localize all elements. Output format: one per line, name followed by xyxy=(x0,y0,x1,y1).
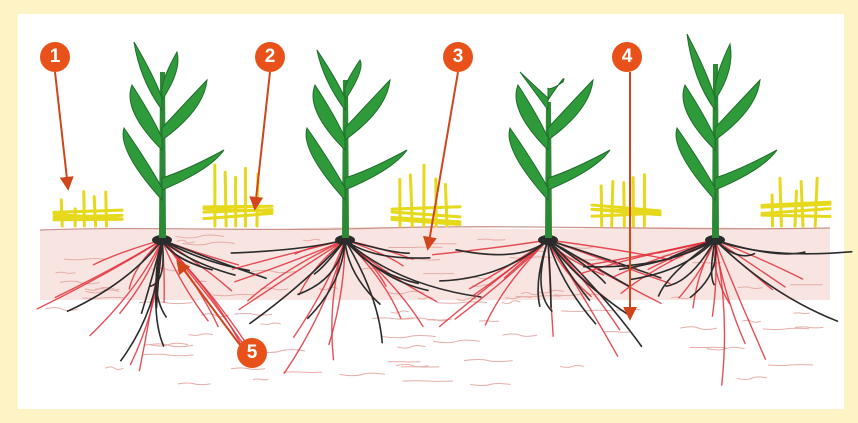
straw-stalk xyxy=(795,191,796,226)
soil-texture-stroke xyxy=(382,335,435,337)
plant-leaf xyxy=(345,150,407,190)
straw-piece xyxy=(392,212,460,217)
soil-texture-stroke xyxy=(437,302,487,303)
plant-leaf xyxy=(715,150,777,190)
arrow-1 xyxy=(55,72,68,188)
soil-texture-stroke xyxy=(261,323,281,324)
soil-texture-stroke xyxy=(604,331,630,332)
soil-texture-stroke xyxy=(253,379,268,380)
soil-texture-stroke xyxy=(768,365,813,366)
marker-2: 2 xyxy=(255,42,285,72)
straw-cluster xyxy=(592,175,660,226)
soil-texture-stroke xyxy=(188,334,212,335)
soil-texture-stroke xyxy=(742,320,760,322)
soil-texture-stroke xyxy=(340,373,385,376)
soil-texture-stroke xyxy=(231,368,265,370)
soil-texture-stroke xyxy=(737,377,767,380)
soil-texture-stroke xyxy=(561,310,612,311)
soil-texture-stroke xyxy=(433,340,479,342)
straw-piece xyxy=(54,215,122,217)
straw-stalk xyxy=(106,192,107,226)
soil-texture-stroke xyxy=(397,346,426,349)
plant-leaf xyxy=(548,79,564,100)
soil-texture-stroke xyxy=(143,354,194,355)
marker-5: 5 xyxy=(237,338,267,368)
straw-piece xyxy=(762,215,830,216)
soil-texture-stroke xyxy=(178,383,211,385)
marker-3: 3 xyxy=(443,42,473,72)
straw-cluster xyxy=(762,178,830,226)
soil-texture-stroke xyxy=(403,381,453,382)
straw-stalk xyxy=(624,183,625,226)
soil-texture-stroke xyxy=(763,328,810,329)
straw-cluster xyxy=(204,165,272,226)
soil-texture-stroke xyxy=(502,301,521,304)
straw-piece xyxy=(54,210,122,212)
soil-texture-stroke xyxy=(464,360,513,362)
soil-texture-stroke xyxy=(560,365,584,367)
marker-4: 4 xyxy=(612,42,642,72)
straw-piece xyxy=(204,206,272,207)
plant-leaf xyxy=(548,150,610,190)
soil-texture-stroke xyxy=(234,313,272,315)
soil-texture-stroke xyxy=(105,367,123,370)
corn-plant xyxy=(509,72,610,238)
soil-texture-stroke xyxy=(793,313,809,314)
straw-stalk xyxy=(780,178,781,226)
plant-stem xyxy=(545,102,552,238)
marker-1: 1 xyxy=(40,42,70,72)
soil-texture-stroke xyxy=(680,327,717,330)
soil-texture-stroke xyxy=(470,384,510,386)
straw-cluster xyxy=(54,192,122,226)
arrow-2 xyxy=(255,72,270,208)
soil-texture-stroke xyxy=(795,327,823,328)
soil-texture-stroke xyxy=(479,321,499,322)
straw-cluster xyxy=(392,165,460,226)
straw-stalk xyxy=(612,181,613,226)
soil-texture-stroke xyxy=(502,334,537,336)
soil-texture-stroke xyxy=(391,311,409,313)
straw-piece xyxy=(392,207,460,209)
soil-texture-stroke xyxy=(283,372,322,373)
soil-texture-stroke xyxy=(139,302,192,304)
